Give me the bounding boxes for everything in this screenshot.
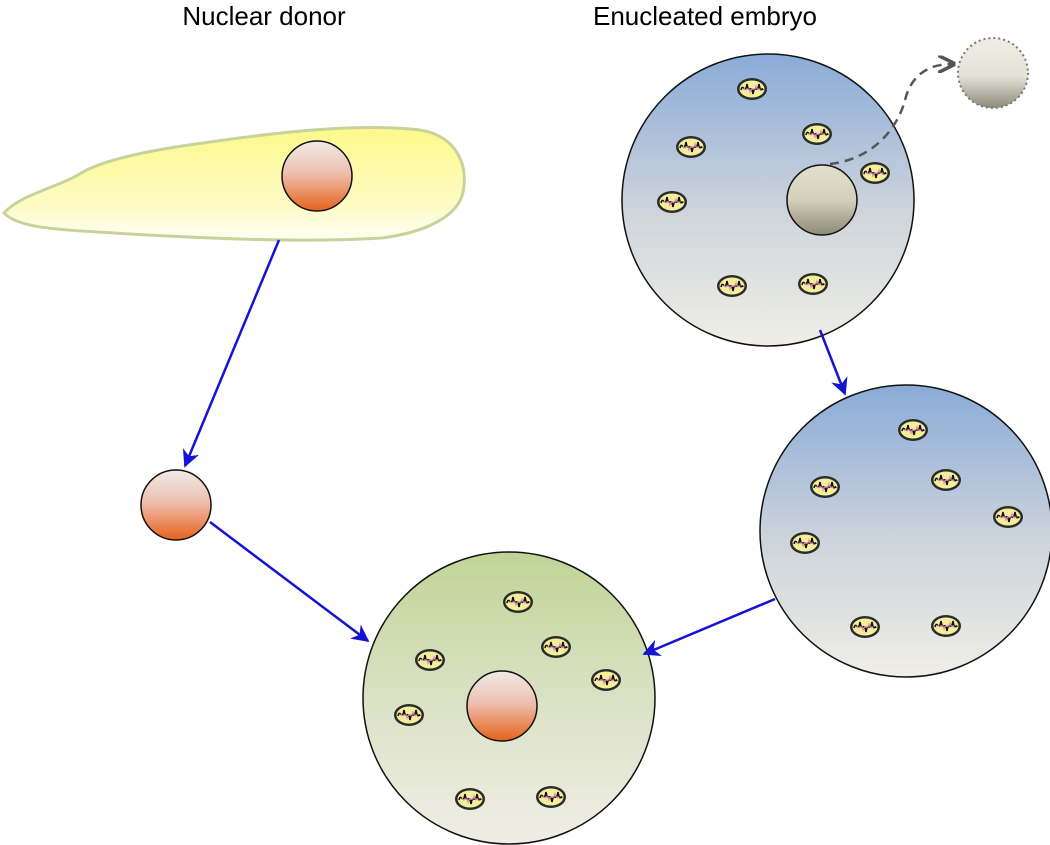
arrow-insert-nucleus <box>209 521 370 643</box>
nucleus-removal-arrow <box>829 64 952 166</box>
embryo-cytoplasm <box>759 384 1050 678</box>
donor-cell-body <box>1 126 466 242</box>
mitochondrion-icon <box>992 505 1024 529</box>
mitochondrion-icon <box>801 122 833 146</box>
donor-nucleus-icon <box>281 140 353 212</box>
mitochondrion-icon <box>656 190 688 214</box>
mitochondrion-icon <box>590 668 622 692</box>
mitochondrion-icon <box>809 475 841 499</box>
mitochondrion-icon <box>859 161 891 185</box>
enucleated-embryo-label: Enucleated embryo <box>593 1 817 31</box>
transferred-nucleus-icon <box>466 670 538 742</box>
mitochondrion-icon <box>675 135 707 159</box>
mitochondrion-icon <box>736 77 768 101</box>
mitochondrion-icon <box>789 531 821 555</box>
embryo-cytoplasm <box>621 53 915 347</box>
mitochondrion-icon <box>849 615 881 639</box>
mitochondrion-icon <box>502 590 534 614</box>
mitochondrion-icon <box>930 614 962 638</box>
arrow-extract-nucleus <box>182 239 281 468</box>
mitochondrion-icon <box>414 648 446 672</box>
flow-arrows <box>182 239 848 656</box>
enucleation-embryo <box>621 53 915 347</box>
removed-nucleus-icon <box>957 37 1029 109</box>
nuclear-donor-cell <box>1 126 466 242</box>
mitochondrion-icon <box>716 274 748 298</box>
arrow-enucleated-embryo <box>818 329 848 396</box>
mitochondrion-icon <box>393 703 425 727</box>
mitochondrion-icon <box>540 635 572 659</box>
extracted-nucleus-icon <box>140 469 212 541</box>
mitochondrion-icon <box>535 785 567 809</box>
nuclear-donor-label: Nuclear donor <box>182 1 346 31</box>
mitochondrion-icon <box>930 468 962 492</box>
arrow-fuse-embryo <box>642 597 776 656</box>
mitochondrion-icon <box>454 787 486 811</box>
mitochondrion-icon <box>897 418 929 442</box>
original-nucleus-icon <box>786 164 858 236</box>
enucleated-embryo <box>759 384 1050 678</box>
reconstructed-embryo <box>362 551 656 845</box>
mitochondrion-icon <box>797 272 829 296</box>
